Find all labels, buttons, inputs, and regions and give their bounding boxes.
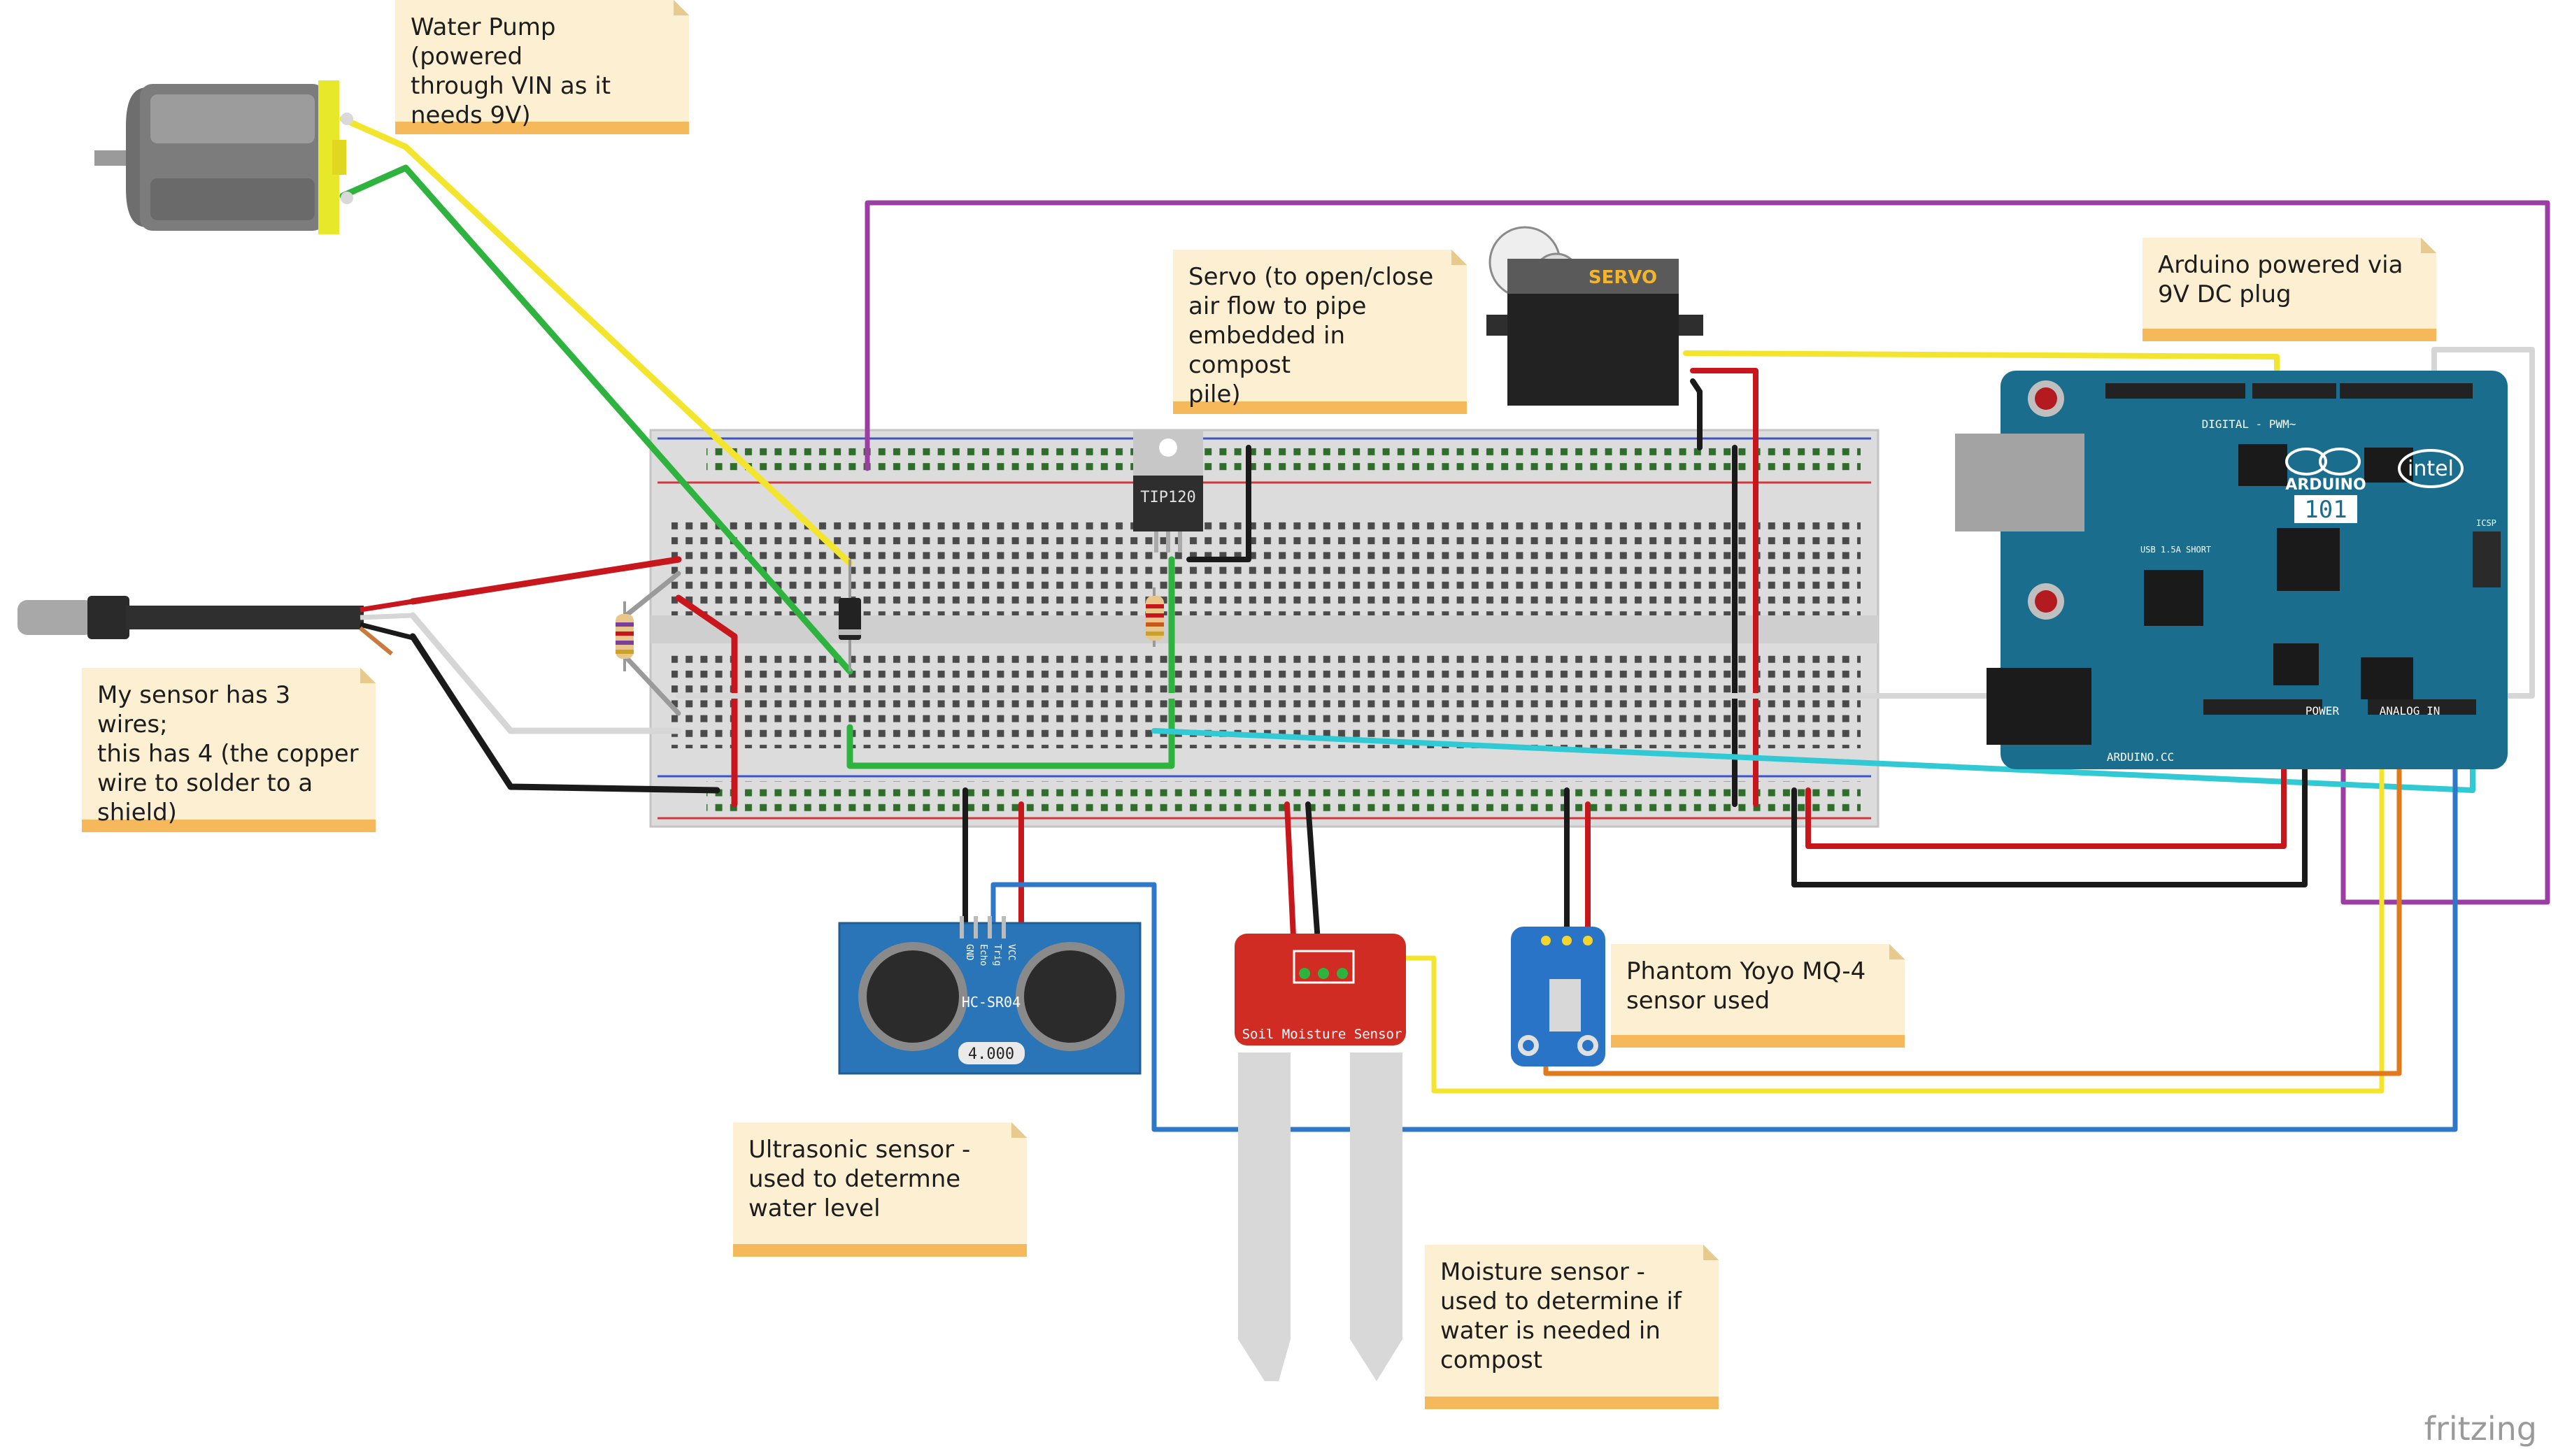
ultra-pin-label: VCC: [1006, 944, 1016, 960]
resistor-left: [616, 601, 634, 671]
wire-pump-green: [339, 164, 853, 675]
transistor-tip120: TIP120: [1133, 430, 1203, 552]
wire-power-black: [1791, 752, 2308, 887]
ultra-model-label: HC-SR04: [962, 994, 1021, 1011]
ultra-pin-label: Echo: [978, 944, 988, 966]
wire-pump-yellow: [339, 115, 853, 566]
usb-note-label: USB 1.5A SHORT: [2140, 545, 2211, 555]
analog-header-label: ANALOG IN: [2380, 704, 2440, 718]
note-temp-sensor: My sensor has 3 wires; this has 4 (the c…: [82, 668, 376, 832]
arduino-cc-label: ARDUINO.CC: [2107, 750, 2174, 764]
servo-label: SERVO: [1589, 267, 1657, 288]
diode: [839, 559, 861, 671]
note-water-pump: Water Pump (powered through VIN as it ne…: [395, 0, 689, 134]
icsp-label: ICSP: [2476, 518, 2496, 528]
note-servo: Servo (to open/close air flow to pipe em…: [1173, 250, 1467, 414]
wire-purple: [865, 200, 2550, 905]
arduino-101: ARDUINO 101 intel DIGITAL - PWM~ POWER A…: [1955, 371, 2508, 769]
ultra-pin-label: Trig: [992, 944, 1002, 966]
wire-temp-red: [409, 556, 682, 605]
wire-red-jumper: [675, 594, 738, 808]
ultra-pin-labels: GND Echo Trig VCC: [964, 944, 1016, 966]
arduino-model: 101: [2304, 496, 2347, 524]
wire-temp-white: [409, 612, 682, 734]
tip120-label: TIP120: [1140, 489, 1195, 506]
power-header-label: POWER: [2305, 704, 2340, 718]
wire-soil-black: [1305, 801, 1321, 954]
wire-white-long: [676, 347, 2535, 699]
arduino-brand: ARDUINO: [2285, 476, 2366, 494]
temperature-sensor: [17, 596, 413, 656]
note-mq4: Phantom Yoyo MQ-4 sensor used: [1611, 944, 1905, 1048]
soil-sensor-label: Soil Moisture Sensor: [1242, 1027, 1402, 1042]
servo: SERVO: [1486, 226, 1703, 406]
note-arduino: Arduino powered via 9V DC plug: [2143, 238, 2436, 341]
intel-logo: intel: [2408, 457, 2454, 481]
wire-temp-black: [409, 633, 720, 794]
ultra-pin-label: GND: [964, 944, 974, 961]
wire-servo-black: [1690, 378, 1703, 450]
wire-soil-red: [1284, 801, 1297, 954]
wire-ultra-blue: [990, 752, 2458, 1132]
note-moisture: Moisture sensor - used to determine if w…: [1425, 1245, 1719, 1409]
note-ultrasonic: Ultrasonic sensor - used to determne wat…: [733, 1122, 1027, 1257]
wire-green-loop: [846, 556, 1175, 769]
wire-power-red: [1805, 752, 2287, 849]
soil-moisture-sensor: Soil Moisture Sensor: [1235, 934, 1406, 1381]
ultrasonic-hc-sr04: 4.000 HC-SR04 GND Echo Trig VCC: [838, 916, 1142, 1075]
resistor-right: [1146, 587, 1164, 647]
breadboard: [649, 429, 1880, 828]
mq4-sensor: [1511, 927, 1605, 1066]
wire-servo-red: [1690, 368, 1758, 807]
ultra-crystal-label: 4.000: [968, 1045, 1014, 1063]
water-pump: [94, 80, 353, 234]
digital-header-label: DIGITAL - PWM~: [2202, 417, 2296, 431]
fritzing-brand: fritzing: [2424, 1410, 2537, 1448]
wire-tip-black: [1186, 445, 1251, 562]
